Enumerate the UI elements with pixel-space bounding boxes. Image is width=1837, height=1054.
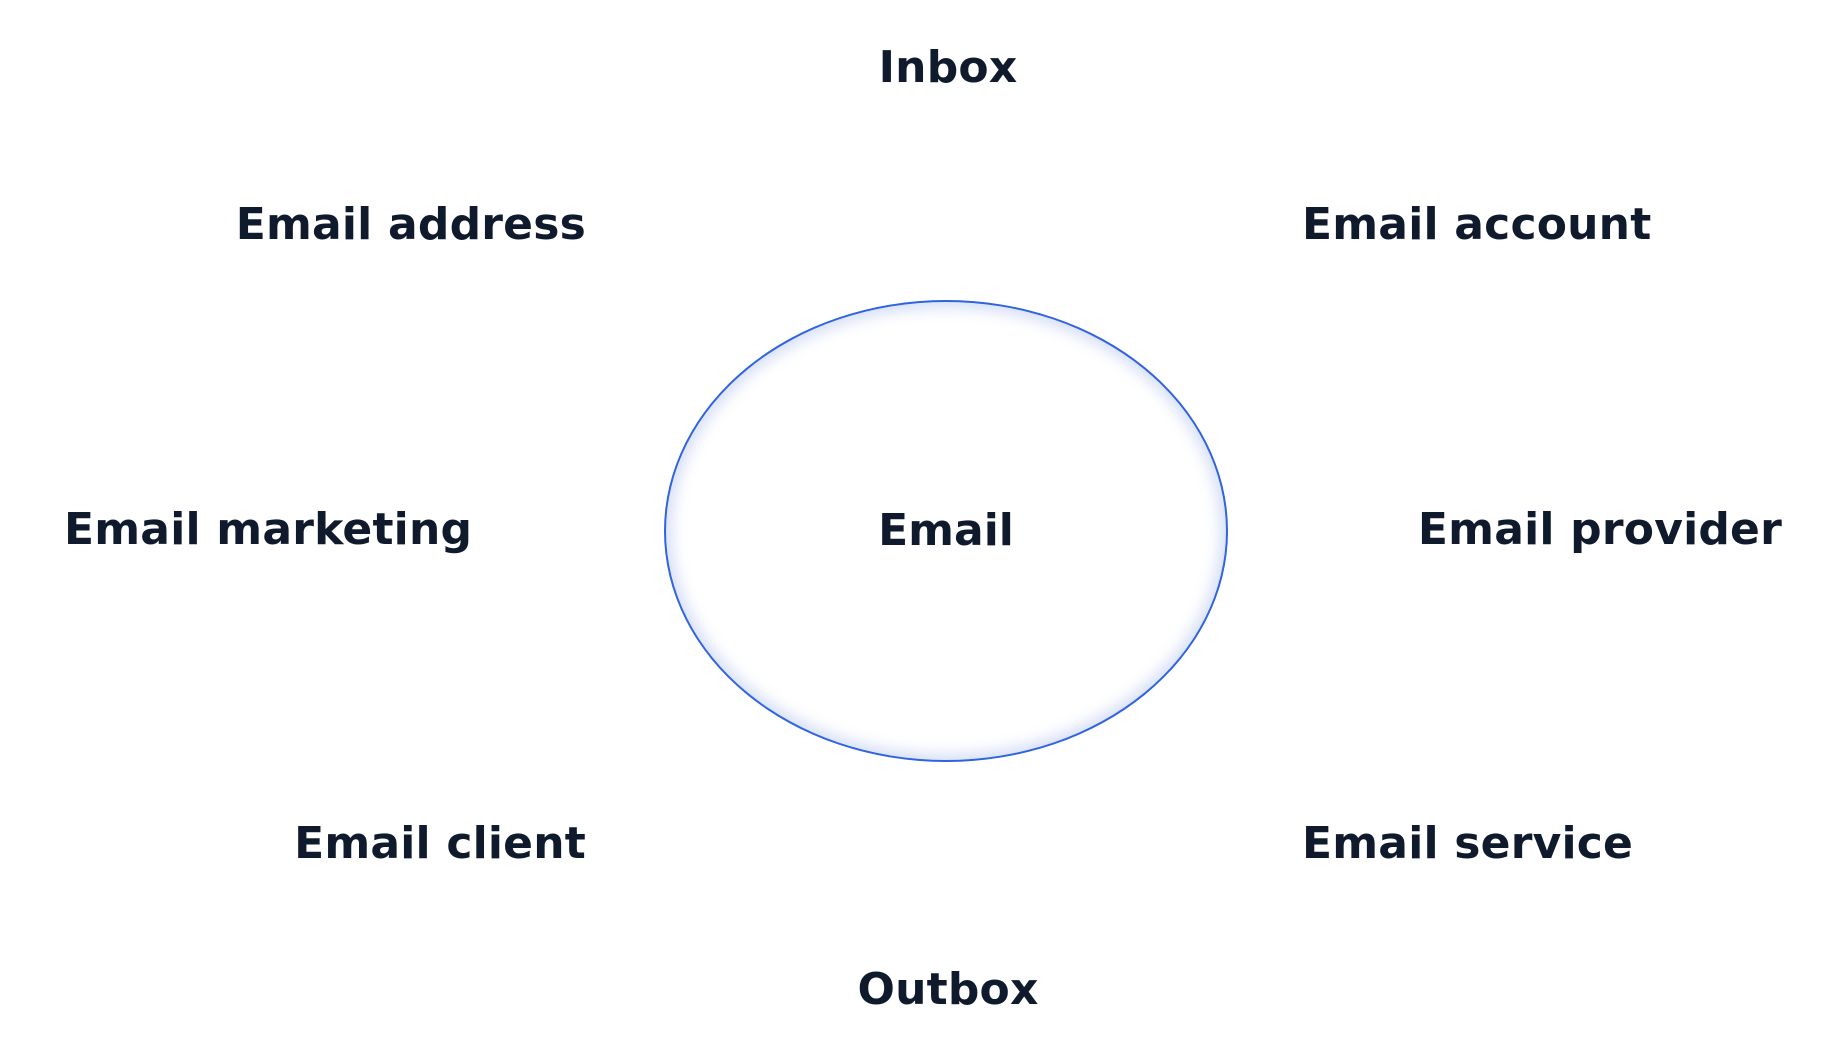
center-ellipse — [664, 300, 1228, 762]
term-email-client: Email client — [294, 818, 586, 869]
center-term-email: Email — [878, 505, 1014, 556]
term-inbox: Inbox — [878, 42, 1018, 93]
term-email-service: Email service — [1302, 818, 1634, 869]
term-email-address: Email address — [235, 199, 586, 250]
term-email-provider: Email provider — [1417, 504, 1782, 555]
term-email-marketing: Email marketing — [64, 504, 473, 555]
term-email-account: Email account — [1302, 199, 1652, 250]
term-outbox: Outbox — [857, 964, 1039, 1015]
